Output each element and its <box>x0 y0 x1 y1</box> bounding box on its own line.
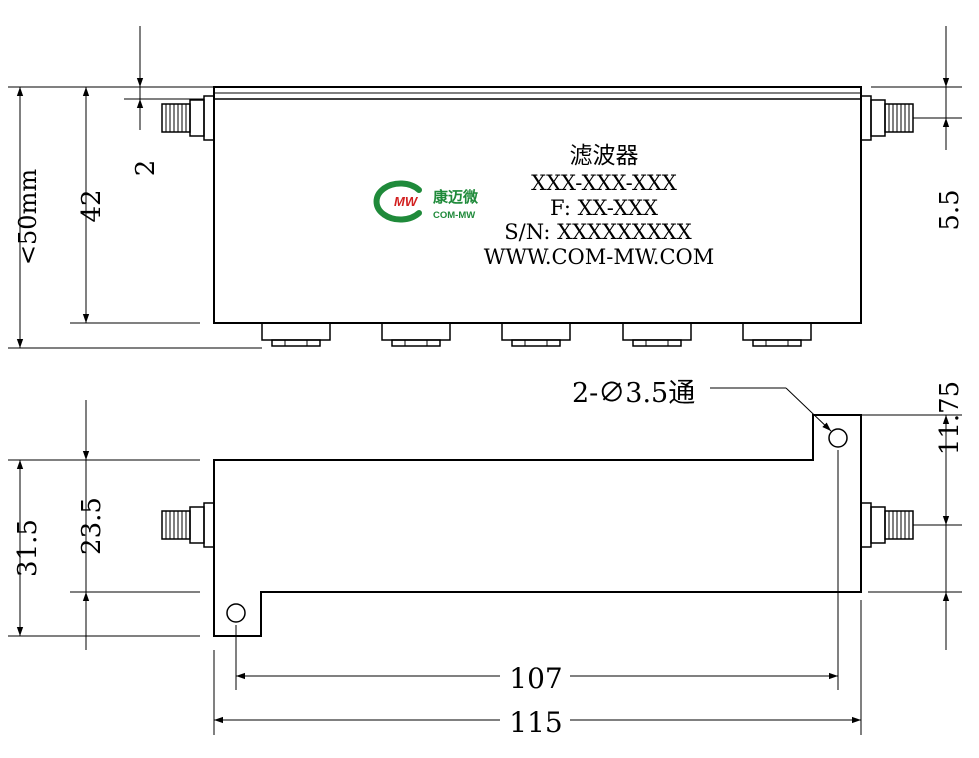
mounting-hole <box>226 603 246 623</box>
housing-outline <box>213 414 862 637</box>
dim-connector-offset: 5.5 <box>935 189 965 230</box>
logo-mark: MW <box>394 194 419 209</box>
tuning-screw <box>742 322 812 347</box>
company-logo: MW 康迈微 COM-MW <box>373 180 479 223</box>
logo-english: COM-MW <box>433 210 475 221</box>
left-connector-side <box>161 502 215 548</box>
top-view: MW 康迈微 COM-MW 滤波器 XXX-XXX-XXX F: XX-XXX … <box>161 86 914 347</box>
filter-body <box>213 86 862 324</box>
dim-overall-length: 115 <box>509 706 562 739</box>
top-dimensions: <50mm 42 2 5.5 <box>8 26 965 349</box>
dim-hole-offset: 11.75 <box>935 381 965 455</box>
product-label: 滤波器 XXX-XXX-XXX F: XX-XXX S/N: XXXXXXXXX… <box>484 143 715 269</box>
right-connector-side <box>860 502 914 548</box>
bottom-view <box>161 414 914 637</box>
dim-body-height: 42 <box>77 189 107 222</box>
tuning-screw <box>501 322 571 347</box>
label-line-model: XXX-XXX-XXX <box>531 171 677 195</box>
dim-hole-spacing: 107 <box>509 662 562 695</box>
tuning-screw <box>381 322 451 347</box>
mounting-hole <box>828 428 848 448</box>
tuning-screw <box>622 322 692 347</box>
logo-chinese: 康迈微 <box>433 188 479 206</box>
left-connector <box>161 95 215 141</box>
label-line-name: 滤波器 <box>570 143 639 169</box>
dim-overall-height: <50mm <box>14 169 42 265</box>
logo-ring-icon <box>373 180 422 223</box>
label-line-frequency: F: XX-XXX <box>550 196 658 220</box>
label-line-website: WWW.COM-MW.COM <box>484 245 715 269</box>
tuning-screw <box>261 322 331 347</box>
dim-outer-height: 31.5 <box>13 519 43 577</box>
label-line-serial: S/N: XXXXXXXXX <box>504 220 691 244</box>
dim-top-gap: 2 <box>131 160 161 177</box>
dim-inner-height: 23.5 <box>77 497 107 555</box>
right-connector <box>860 95 914 141</box>
tuning-screws <box>261 322 812 347</box>
bottom-dimensions: 2-∅3.5通 31.5 23.5 11.75 107 115 <box>8 378 965 739</box>
hole-callout: 2-∅3.5通 <box>572 378 695 409</box>
